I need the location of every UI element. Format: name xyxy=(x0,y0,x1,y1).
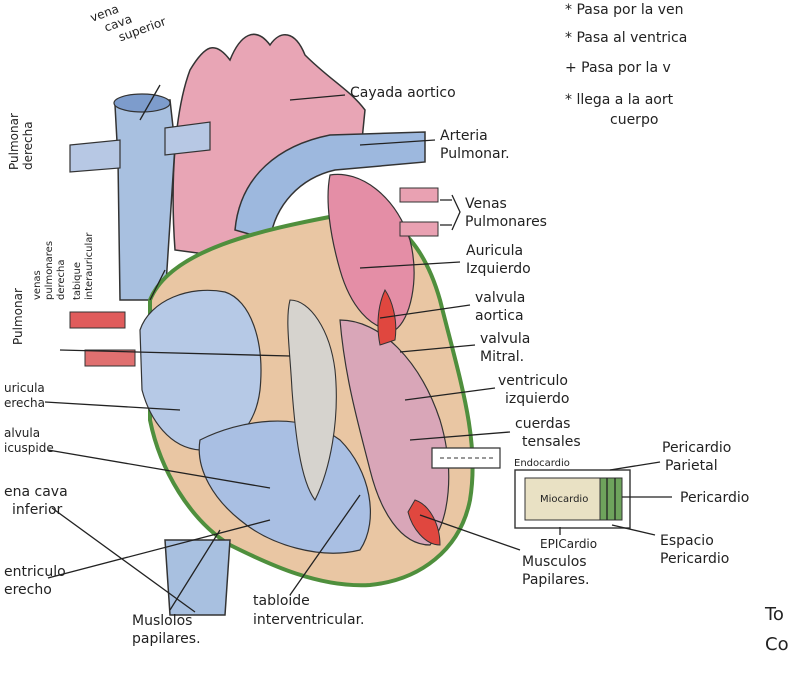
notes-list: * Pasa por la ven * Pasa al ventrica + P… xyxy=(565,2,687,128)
label-cuerdas-1: cuerdas xyxy=(515,416,570,432)
epicardium-layer xyxy=(600,478,622,520)
label-cuerdas-2: tensales xyxy=(522,434,581,450)
note-2: * Pasa al ventrica xyxy=(565,30,687,46)
label-pericardio-parietal-1: Pericardio xyxy=(662,440,731,456)
pulmonary-vein-2 xyxy=(400,222,438,236)
label-pulmonar-derecha-1: Pulmonar xyxy=(7,113,21,170)
label-corner-1: To xyxy=(764,604,784,625)
label-cayado-aortico: Cayada aortico xyxy=(350,85,456,101)
label-venas-pulmonares-left-3: derecha xyxy=(56,259,67,300)
label-auricula-derecha-2: erecha xyxy=(4,396,45,410)
label-arteria-pulmonar-2: Pulmonar. xyxy=(440,146,510,162)
note-5: cuerpo xyxy=(610,112,658,128)
left-vein-1 xyxy=(70,312,125,328)
label-pericardio: Pericardio xyxy=(680,490,749,506)
label-corner-2: Co xyxy=(765,634,789,655)
note-4: * llega a la aort xyxy=(565,92,674,108)
left-pulmonary-branch xyxy=(165,122,210,155)
label-pulmonar-derecha-2: derecha xyxy=(21,121,35,170)
label-valvula-tricuspide-2: icuspide xyxy=(4,441,54,455)
label-espacio-pericardio-1: Espacio xyxy=(660,533,714,549)
label-tabique-interventricular-1: tabloide xyxy=(253,593,310,609)
label-valvula-aortica-1: valvula xyxy=(475,290,525,306)
label-ventriculo-derecho-2: erecho xyxy=(4,582,52,598)
label-tabique-interauricular-2: interauricular xyxy=(84,232,95,300)
label-venas-pulmonares-left-1: venas xyxy=(32,270,43,300)
label-espacio-pericardio-2: Pericardio xyxy=(660,551,729,567)
label-valvula-mitral-1: valvula xyxy=(480,331,530,347)
label-venas-pulmonares-1: Venas xyxy=(465,196,507,212)
label-auricula-izquierda-1: Auricula xyxy=(466,243,523,259)
label-vena-cava-inferior-1: ena cava xyxy=(4,484,68,500)
label-musculos-papilares-right-2: Papilares. xyxy=(522,572,589,588)
label-epicardio: EPICardio xyxy=(540,537,597,551)
label-pericardio-parietal-2: Parietal xyxy=(665,458,718,474)
label-endocardio: Endocardio xyxy=(514,458,570,469)
label-musculos-papilares-right-1: Musculos xyxy=(522,554,587,570)
label-arteria-pulmonar-1: Arteria xyxy=(440,128,488,144)
label-valvula-mitral-2: Mitral. xyxy=(480,349,524,365)
label-ventriculo-izquierdo-1: ventriculo xyxy=(498,373,568,389)
label-valvula-aortica-2: aortica xyxy=(475,308,524,324)
heart-drawing xyxy=(70,34,630,615)
label-tabique-interauricular-1: tabique xyxy=(72,262,83,300)
inferior-vena-cava xyxy=(165,540,230,615)
label-auricula-izquierda-2: Izquierdo xyxy=(466,261,531,277)
note-1: * Pasa por la ven xyxy=(565,2,684,18)
pulmonary-vein-1 xyxy=(400,188,438,202)
label-musculos-papilares-bottom-1: Muslolos xyxy=(132,613,192,629)
label-ventriculo-derecho-1: entriculo xyxy=(4,564,66,580)
label-ventriculo-izquierdo-2: izquierdo xyxy=(505,391,569,407)
label-venas-pulmonares-2: Pulmonares xyxy=(465,214,547,230)
label-valvula-tricuspide-1: alvula xyxy=(4,426,40,440)
note-3: + Pasa por la v xyxy=(565,60,671,76)
vena-cava-opening xyxy=(114,94,170,112)
label-pulmonar-left: Pulmonar xyxy=(11,288,25,345)
label-tabique-interventricular-2: interventricular. xyxy=(253,612,365,628)
label-auricula-derecha-1: uricula xyxy=(4,381,45,395)
right-pulmonary-branch xyxy=(70,140,120,172)
label-musculos-papilares-bottom-2: papilares. xyxy=(132,631,201,647)
label-venas-pulmonares-left-2: pulmonares xyxy=(44,241,55,300)
label-vena-cava-inferior-2: inferior xyxy=(12,502,63,518)
label-miocardio: Miocardio xyxy=(540,494,588,505)
